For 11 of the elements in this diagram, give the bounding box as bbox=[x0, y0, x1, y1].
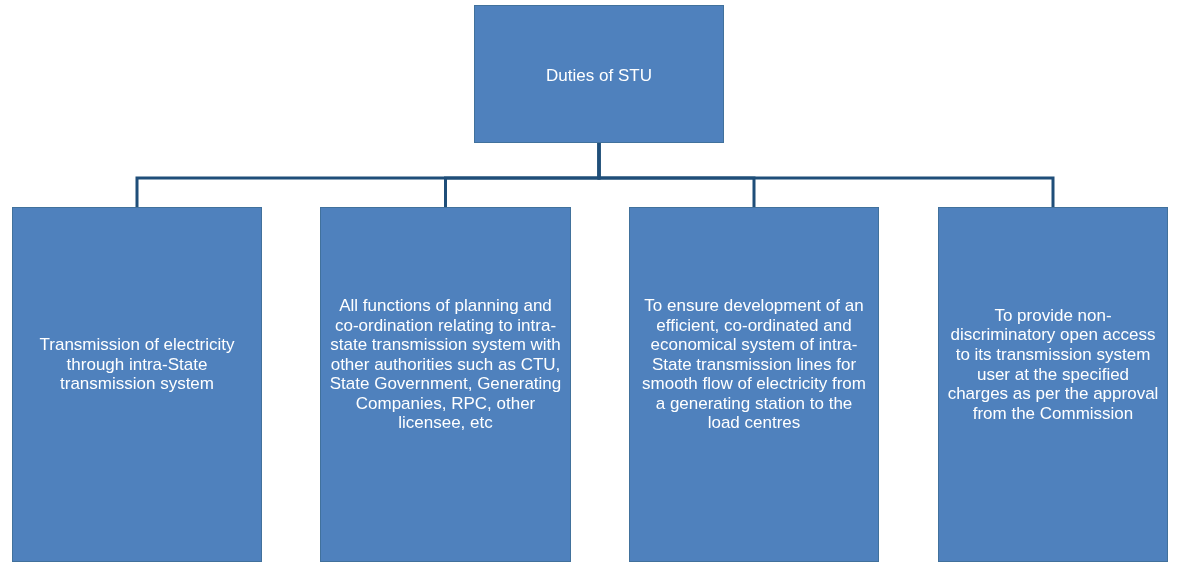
box-text: All functions of planning and co-ordination relating to intra-state transmission system with other authorities such as CTU, State Government, Generating Companies, RPC, other licensee, etc bbox=[329, 296, 562, 433]
connector-line bbox=[597, 143, 1055, 207]
process-box bbox=[629, 207, 879, 562]
process-box bbox=[320, 207, 571, 562]
process-box bbox=[12, 207, 262, 562]
process-box bbox=[474, 5, 724, 143]
box-text: To provide non-discriminatory open access to its transmission system user at the specified charges as per the approval from the Commission bbox=[947, 305, 1159, 424]
process-box bbox=[938, 207, 1168, 562]
box-text: To ensure development of an efficient, co-ordinated and economical system of intra- State transmission lines for smooth flow of electricity from a generating station to the load centres bbox=[641, 296, 867, 433]
box-text: Duties of STU bbox=[546, 66, 652, 86]
box-text: Transmission of electricity through intra-State transmission system bbox=[38, 335, 236, 394]
